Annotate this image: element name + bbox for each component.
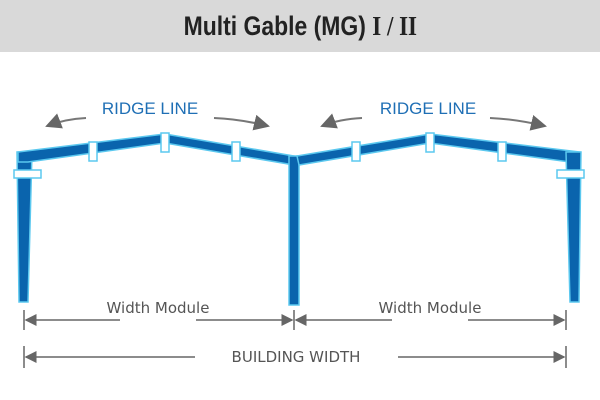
header-band: Multi Gable (MG) I / II <box>0 0 600 52</box>
dimension-lines <box>23 310 567 368</box>
right-rafter-1 <box>296 133 431 166</box>
left-frame <box>16 133 582 306</box>
building-width-label: BUILDING WIDTH <box>232 348 361 366</box>
title-text: Multi Gable (MG) <box>183 10 366 41</box>
width-module-label-left: Width Module <box>107 299 210 317</box>
ridge-line-label-right: RIDGE LINE <box>380 99 476 118</box>
splice-plates <box>13 132 585 179</box>
width-module-label-right: Width Module <box>379 299 482 317</box>
right-column <box>565 151 582 303</box>
title-suffix: I / II <box>372 10 417 41</box>
page-title: Multi Gable (MG) I / II <box>183 11 416 42</box>
left-rafter-2 <box>164 133 295 166</box>
ridge-arrows <box>45 113 547 131</box>
ridge-line-label-left: RIDGE LINE <box>102 99 198 118</box>
center-column <box>288 155 300 306</box>
